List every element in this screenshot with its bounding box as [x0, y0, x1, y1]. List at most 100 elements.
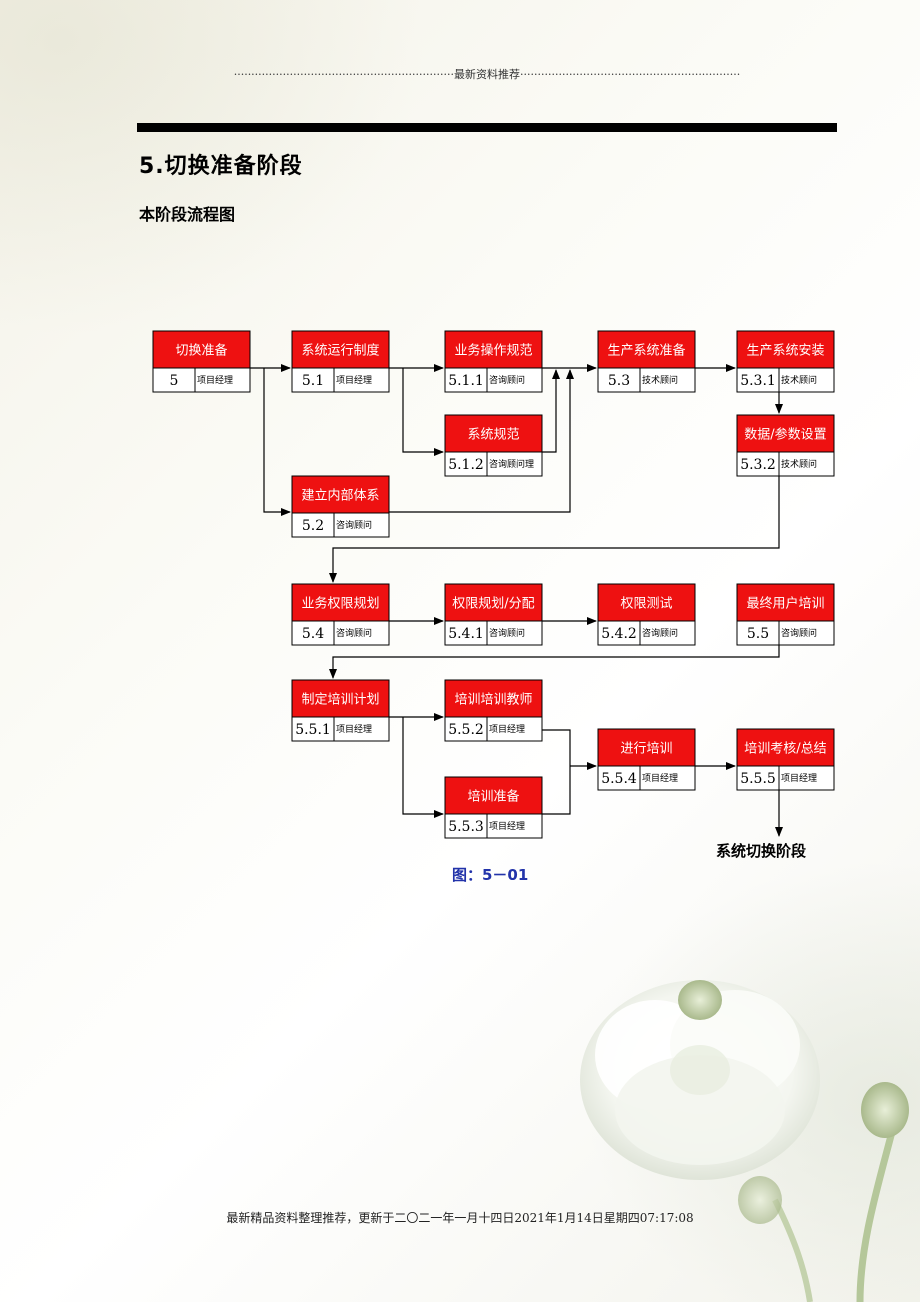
flow-node-n511: 业务操作规范 5.1.1 咨询顾问 — [444, 330, 543, 393]
node-info-box — [444, 813, 543, 839]
node-info-box — [736, 765, 835, 791]
node-title: 进行培训 — [620, 741, 672, 757]
flow-node-n552: 培训培训教师 5.5.2 项目经理 — [444, 679, 543, 742]
connector-5.5-to-5.5.1 — [329, 645, 780, 679]
header-rule — [137, 123, 837, 132]
node-number: 5.5.2 — [448, 722, 484, 738]
node-info-box — [152, 367, 251, 393]
node-number: 5.1.2 — [448, 457, 484, 473]
node-number: 5.5.1 — [295, 722, 331, 738]
node-number: 5 — [170, 373, 179, 389]
node-role: 项目经理 — [197, 374, 233, 386]
node-number: 5.1.1 — [448, 373, 484, 389]
figure-caption: 图：5－01 — [452, 866, 529, 884]
flow-node-n555: 培训考核/总结 5.5.5 项目经理 — [736, 728, 835, 791]
page-footer: 最新精品资料整理推荐，更新于二〇二一年一月十四日2021年1月14日星期四07:… — [226, 1211, 694, 1225]
node-info-box — [444, 367, 543, 393]
node-title: 培训培训教师 — [454, 692, 532, 708]
node-title-box — [291, 330, 390, 369]
node-title-box — [736, 414, 835, 453]
node-number: 5.3.2 — [740, 457, 776, 473]
node-title: 生产系统准备 — [607, 343, 685, 359]
node-role: 咨询顾问 — [642, 627, 678, 639]
node-title: 系统规范 — [467, 428, 519, 443]
connector-5.1.2-up — [542, 369, 560, 453]
node-role: 咨询顾问 — [781, 627, 817, 639]
node-role: 技术顾问 — [642, 374, 678, 386]
node-info-box — [597, 765, 696, 791]
node-role: 项目经理 — [642, 772, 678, 784]
node-info-box — [291, 512, 390, 538]
node-number: 5.2 — [302, 518, 324, 534]
connector-5-to-5.2 — [263, 368, 291, 516]
node-title-box — [736, 583, 835, 622]
section-subtitle: 本阶段流程图 — [139, 205, 236, 224]
node-number: 5.3 — [608, 373, 630, 389]
flower-decoration — [580, 980, 909, 1302]
node-role: 技术顾问 — [781, 458, 817, 470]
node-title-box — [736, 728, 835, 767]
node-number: 5.3.1 — [740, 373, 776, 389]
connector-5.2-up — [389, 369, 574, 513]
node-title: 系统运行制度 — [301, 343, 379, 359]
node-title-box — [444, 776, 543, 815]
node-title: 制定培训计划 — [301, 692, 379, 708]
node-title-box — [291, 679, 390, 718]
node-title-box — [597, 728, 696, 767]
connector-5.1-to-5.1.2 — [402, 368, 444, 456]
node-info-box — [291, 620, 390, 646]
node-number: 5.5 — [747, 626, 769, 642]
node-info-box — [291, 367, 390, 393]
node-role: 咨询顾问 — [489, 374, 525, 386]
node-title: 建立内部体系 — [301, 488, 379, 504]
node-info-box — [597, 620, 696, 646]
node-title-box — [291, 475, 390, 514]
node-role: 咨询顾问 — [489, 627, 525, 639]
flow-node-n512: 系统规范 5.1.2 咨询顾问理 — [444, 414, 543, 477]
node-title: 切换准备 — [175, 343, 227, 359]
node-role: 项目经理 — [781, 772, 817, 784]
node-role: 咨询顾问 — [336, 519, 372, 531]
node-title-box — [597, 330, 696, 369]
node-role: 项目经理 — [336, 374, 372, 386]
node-title: 最终用户培训 — [746, 596, 824, 612]
node-info-box — [736, 367, 835, 393]
node-info-box — [444, 716, 543, 742]
node-role: 咨询顾问理 — [489, 458, 534, 470]
flowchart-connectors — [250, 364, 783, 837]
flow-node-n551: 制定培训计划 5.5.1 项目经理 — [291, 679, 390, 742]
node-role: 项目经理 — [336, 723, 372, 735]
node-title-box — [444, 583, 543, 622]
end-label: 系统切换阶段 — [716, 842, 807, 860]
connector-5.5.1-to-5.5.3 — [402, 717, 444, 818]
node-role: 咨询顾问 — [336, 627, 372, 639]
header-decorative-line: ········································… — [233, 68, 741, 81]
node-title: 业务操作规范 — [454, 343, 532, 359]
node-number: 5.5.5 — [740, 771, 776, 787]
node-number: 5.5.3 — [448, 819, 484, 835]
node-title: 权限规划/分配 — [452, 596, 534, 612]
node-info-box — [444, 451, 543, 477]
node-title: 权限测试 — [620, 596, 672, 612]
node-title: 生产系统安装 — [746, 344, 824, 359]
node-role: 项目经理 — [489, 820, 525, 832]
flow-node-n5: 切换准备 5 项目经理 — [152, 330, 251, 393]
flow-node-n55: 最终用户培训 5.5 咨询顾问 — [736, 583, 835, 646]
node-title: 数据/参数设置 — [744, 427, 826, 443]
node-title: 培训考核/总结 — [744, 741, 826, 757]
flow-node-n532: 数据/参数设置 5.3.2 技术顾问 — [736, 414, 835, 477]
node-info-box — [736, 620, 835, 646]
node-role: 项目经理 — [489, 723, 525, 735]
node-title-box — [444, 330, 543, 369]
node-title-box — [444, 679, 543, 718]
node-info-box — [291, 716, 390, 742]
